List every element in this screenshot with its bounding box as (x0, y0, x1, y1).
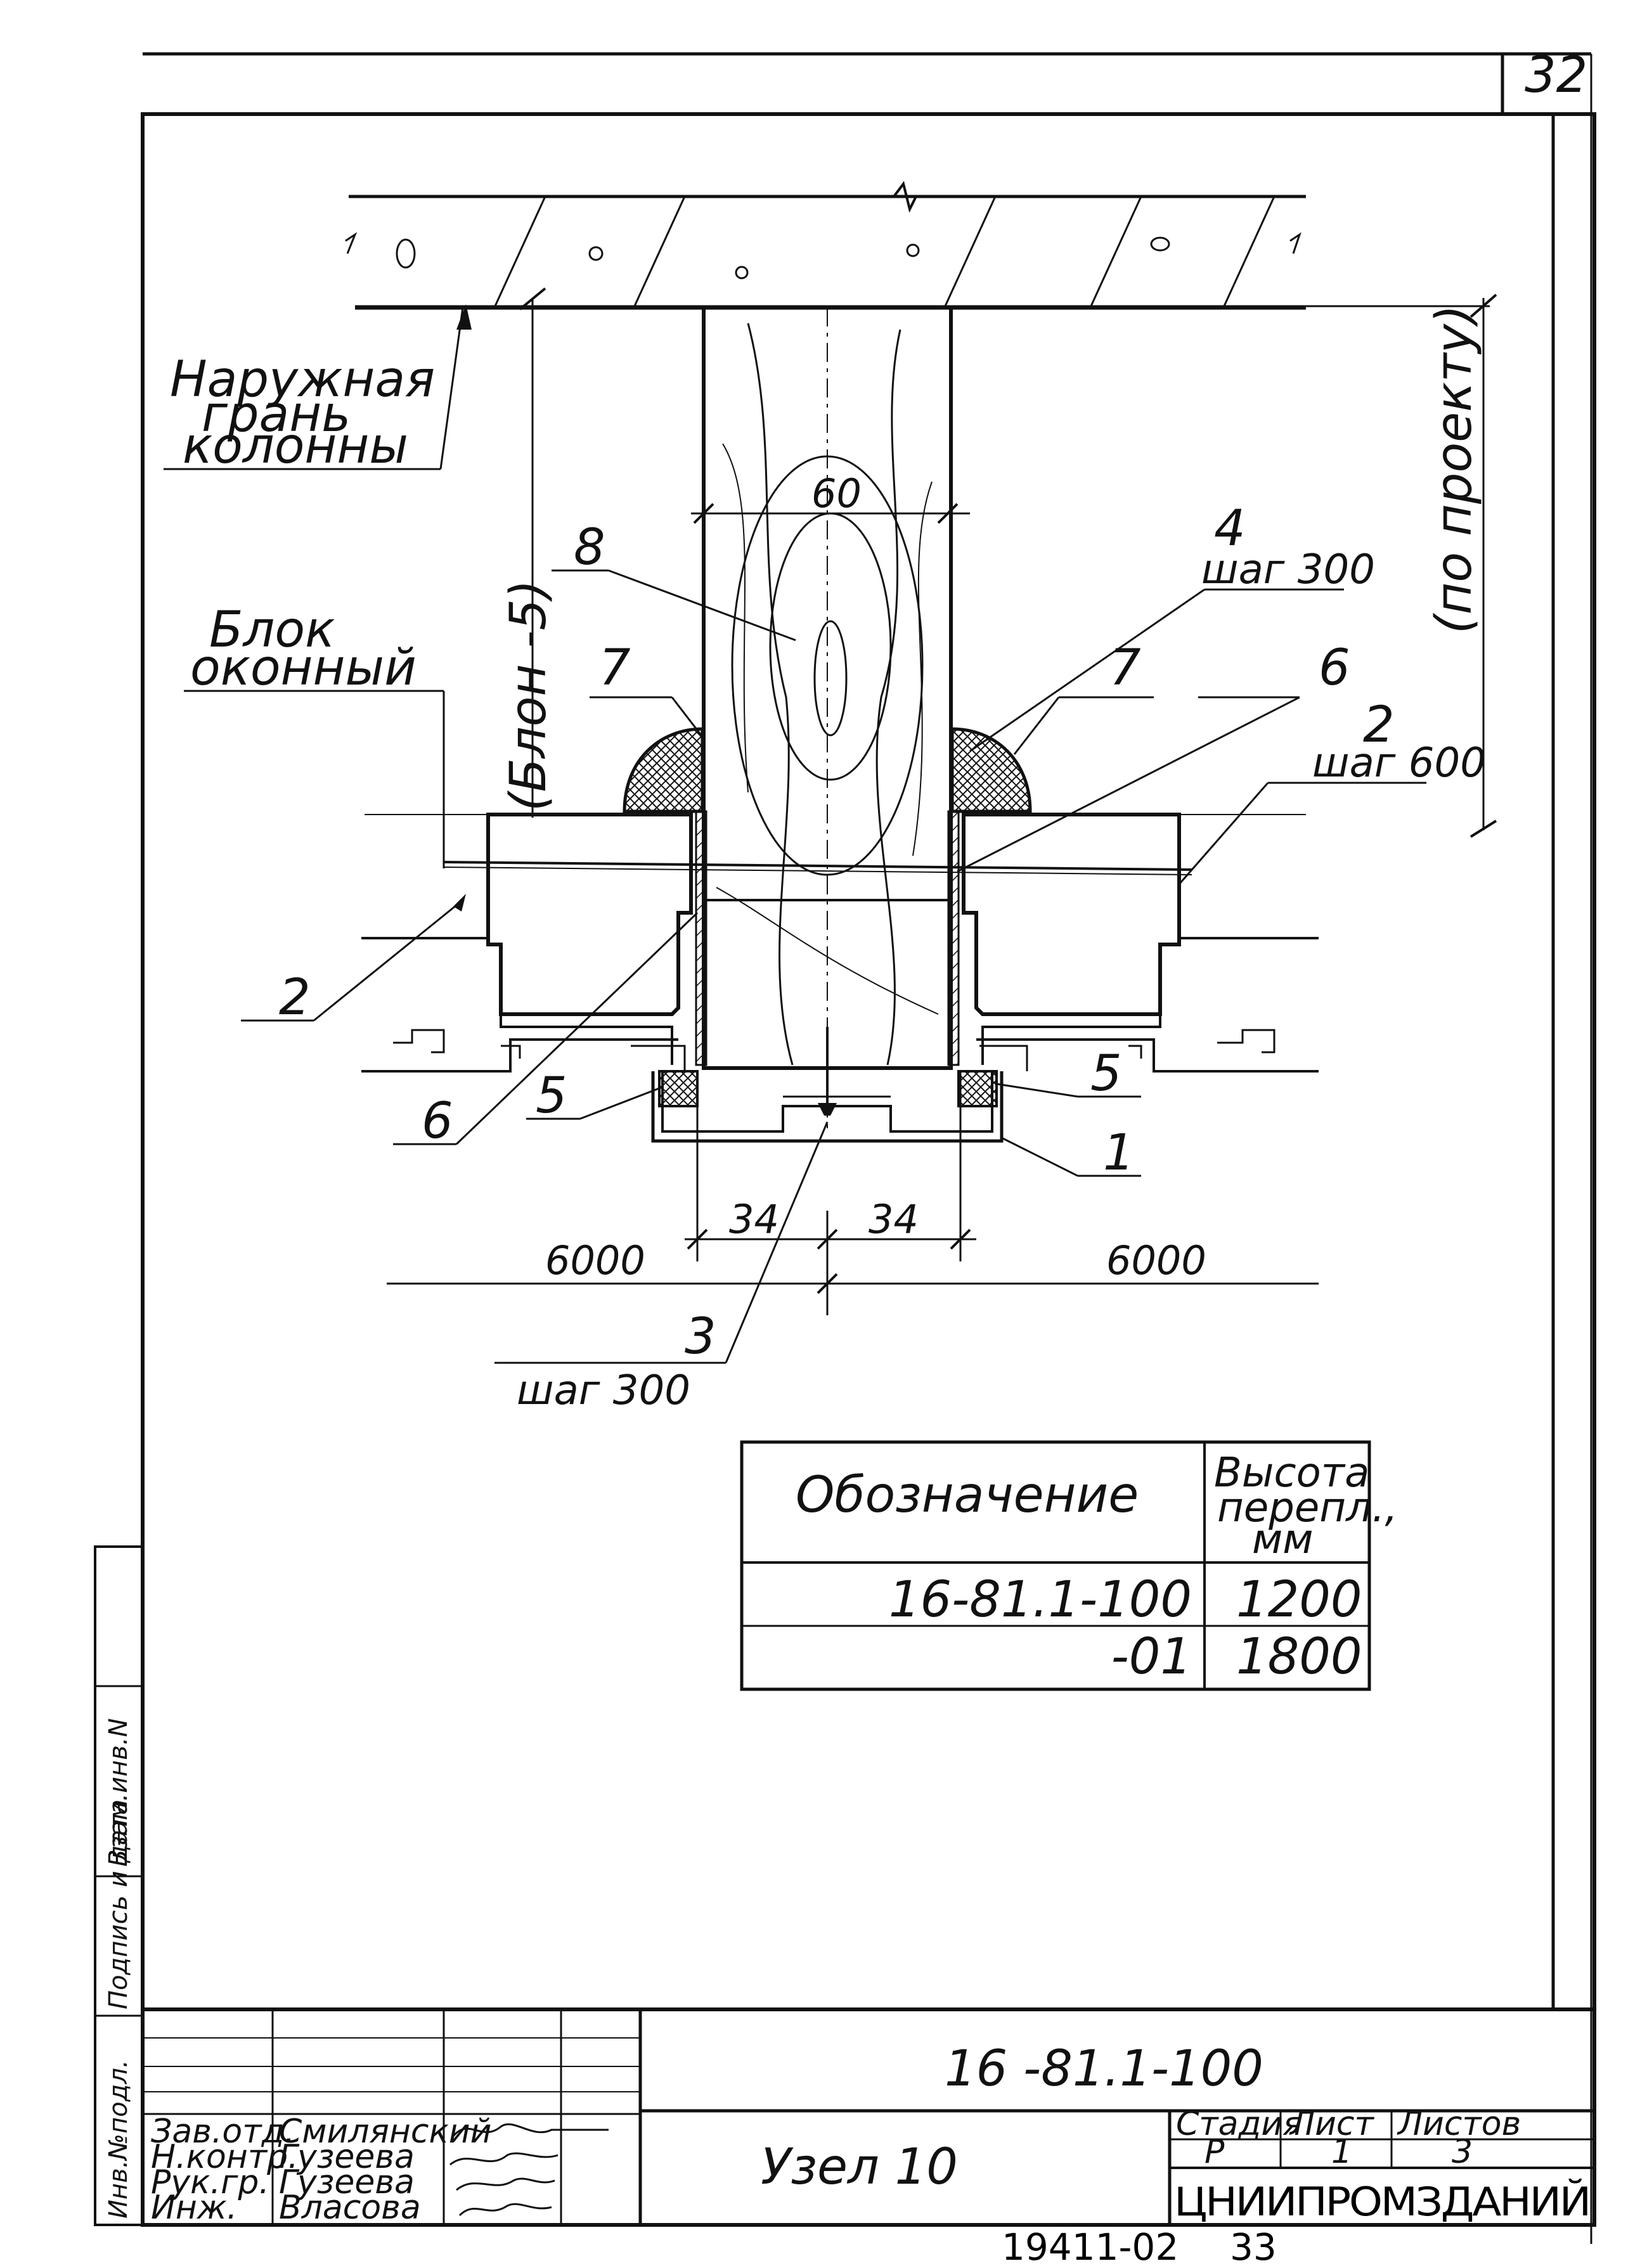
callouts: 8 4 шаг 300 7 7 6 2 шаг 600 2 6 5 5 1 3 … (279, 500, 1486, 1414)
name-head-dept: Смилянский (279, 2113, 491, 2151)
dimension-labels: 60 34 34 6000 6000 (545, 470, 1206, 1284)
stage-value: Р (1205, 2133, 1225, 2171)
spec-table: Обозначение Высота перепл., мм 16-81.1-1… (740, 1440, 1398, 1691)
spec-header-designation: Обозначение (796, 1467, 1139, 1524)
side-stamp: Инв.№подл. Подпись и дата Взам.инв.N (94, 1545, 144, 2226)
spec-header-height-1: Высота (1214, 1450, 1369, 1497)
name-norm-control: Гузеева (279, 2138, 415, 2176)
window-block-line1: Блок (209, 602, 335, 659)
title-block: 16 -81.1-100 Узел 10 Стадия Лист Листов … (143, 2007, 1594, 2227)
spec-row-2-height: 1800 (1236, 1628, 1362, 1685)
role-group-head: Рук.гр. (151, 2163, 269, 2201)
top-border: 32 (143, 47, 1591, 116)
callout-8: 8 (574, 519, 605, 576)
dim-34-left: 34 (729, 1196, 779, 1242)
stamp-replace-inv: Взам.инв.N (104, 1718, 133, 1867)
archive-number: 19411-02 (1002, 2226, 1179, 2268)
name-engineer: Власова (279, 2189, 421, 2227)
main-frame (141, 54, 1596, 2244)
callout-5-right: 5 (1090, 1045, 1122, 1102)
document-code: 16 -81.1-100 (945, 2040, 1263, 2097)
role-engineer: Инж. (151, 2189, 237, 2227)
span-label-left: (Блон -5) (500, 579, 557, 811)
sheets-header: Листов (1397, 2105, 1521, 2143)
signatures (449, 2123, 609, 2217)
callout-2-right-step: шаг 600 (1312, 740, 1486, 787)
column-face-line1: Наружная (170, 351, 435, 408)
callout-1: 1 (1103, 1124, 1135, 1182)
stage-header: Стадия (1176, 2105, 1303, 2143)
dim-6000-right: 6000 (1106, 1237, 1206, 1284)
window-block-label: Блок оконный (190, 602, 417, 697)
dimension-lines (164, 287, 1497, 1364)
sheet-value: 1 (1331, 2133, 1352, 2171)
callout-5-left: 5 (536, 1067, 567, 1124)
dim-34-right: 34 (869, 1196, 919, 1242)
column-face-line3: колонны (183, 418, 408, 475)
callout-7-left: 7 (599, 640, 631, 697)
role-head-dept: Зав.отд. (151, 2113, 295, 2151)
stamp-inv-orig: Инв.№подл. (104, 2059, 133, 2219)
callout-4-step: шаг 300 (1201, 546, 1375, 593)
stamp-sign-date: Подпись и дата (104, 1800, 133, 2009)
timber-insert (443, 306, 1192, 1128)
by-project-label: (по проекту) (1426, 305, 1483, 634)
organization-name: ЦНИИПРОМЗДАНИЙ (1174, 2179, 1589, 2225)
column-face-label: Наружная грань колонны (170, 351, 435, 475)
role-norm-control: Н.контр. (151, 2138, 299, 2176)
window-block-right (962, 813, 1319, 1073)
spec-row-1-designation: 16-81.1-100 (889, 1571, 1192, 1628)
node-title: Узел 10 (761, 2139, 958, 2196)
footer: 19411-02 33 (1002, 2226, 1277, 2268)
callout-2-left: 2 (279, 969, 311, 1026)
cover-profile (651, 1027, 1004, 1143)
window-block-left (361, 813, 693, 1073)
callout-7-right: 7 (1109, 640, 1141, 697)
spec-row-2-designation: -01 (1111, 1628, 1192, 1685)
spec-header-height-3: мм (1252, 1516, 1314, 1563)
callout-6-right: 6 (1319, 640, 1350, 697)
gaskets (658, 1070, 998, 1107)
spec-row-1-height: 1200 (1236, 1571, 1362, 1628)
dim-6000-left: 6000 (545, 1237, 645, 1284)
spec-header-height-2: перепл., (1217, 1485, 1398, 1531)
callout-2-right: 2 (1363, 697, 1395, 754)
sheet-header: Лист (1289, 2105, 1374, 2143)
concrete-column (345, 181, 1306, 310)
page-number: 32 (1525, 47, 1587, 104)
footer-page: 33 (1230, 2226, 1277, 2268)
callout-3: 3 (685, 1308, 716, 1365)
dim-60: 60 (811, 470, 862, 517)
sheets-value: 3 (1452, 2133, 1473, 2171)
column-face-line2: грань (202, 386, 351, 443)
callout-6-left: 6 (422, 1093, 453, 1150)
callout-3-step: шаг 300 (517, 1367, 690, 1414)
name-group-head: Гузеева (279, 2163, 415, 2201)
callout-4: 4 (1214, 500, 1246, 557)
window-block-line2: оконный (190, 640, 417, 697)
